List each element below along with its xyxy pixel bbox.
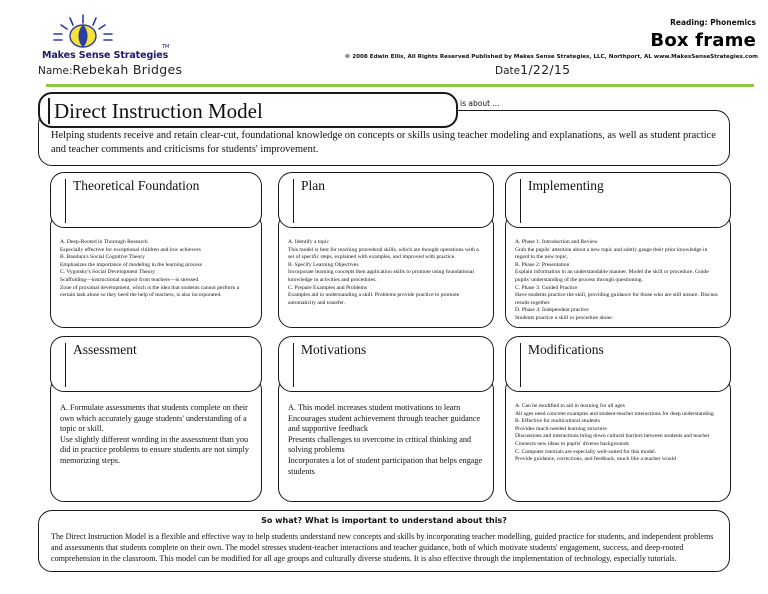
- header-divider: [46, 84, 754, 87]
- category-line: C. Prepare Examples and Problems: [288, 284, 368, 291]
- title-tick: [48, 98, 50, 124]
- date-label: Date: [495, 65, 521, 77]
- category-line: B. Effective for multicultural students: [515, 418, 600, 425]
- category-header: Motivations: [278, 336, 494, 392]
- category-line: Grab the pupils' attention about a new t…: [515, 246, 708, 261]
- category-line: Zone of proximal development, which is t…: [60, 284, 240, 299]
- category-line: Connects new ideas to pupils' diverse ba…: [515, 440, 629, 447]
- category-body: A. This model increases student motivati…: [278, 376, 494, 502]
- is-about-text: Helping students receive and retain clea…: [51, 130, 716, 155]
- category-line: B. Bandura's Social Cognitive Theory: [60, 254, 145, 261]
- category-line: Encourages student achievement through t…: [288, 413, 481, 434]
- is-about-label: is about ...: [458, 99, 502, 108]
- category-tick: [293, 179, 295, 223]
- category-label: Plan: [301, 178, 326, 193]
- brand-name: Makes Sense Strategies: [42, 50, 169, 61]
- topic-label: Reading: Phonemics: [670, 18, 756, 27]
- category-tick: [65, 179, 67, 223]
- date-field[interactable]: Date1/22/15: [495, 62, 570, 77]
- category-line: Incorporates a lot of student participat…: [288, 455, 483, 476]
- category-line: Provide guidance, corrections, and feedb…: [515, 456, 676, 463]
- name-value: Rebekah Bridges: [72, 62, 183, 77]
- so-what-title: So what? What is important to understand…: [261, 516, 507, 525]
- category-lines: A. Formulate assessments that students c…: [60, 403, 252, 467]
- so-what-text: The Direct Instruction Model is a flexib…: [51, 532, 714, 564]
- frame-type-title: Box frame: [650, 30, 756, 51]
- category-body: A. Formulate assessments that students c…: [50, 376, 262, 502]
- category-line: A. Identify a topic: [288, 239, 330, 245]
- copyright-notice: © 2008 Edwin Ellis, All Rights Reserved …: [344, 54, 758, 60]
- date-value: 1/22/15: [520, 62, 571, 77]
- logo: Makes Sense Strategies TM: [40, 14, 220, 68]
- so-what-box: So what? What is important to understand…: [38, 510, 730, 572]
- category-line: C. Vygotsky's Social Development Theory: [60, 269, 156, 276]
- category-line: Explain information in an understandable…: [515, 269, 709, 283]
- category-line: Use slightly different wording in the as…: [60, 434, 249, 465]
- category-tick: [520, 179, 522, 223]
- category-label: Motivations: [301, 342, 367, 357]
- category-line: Discussions and interactions bring down …: [515, 433, 710, 440]
- category-line: D. Phase 4: Independent practice: [515, 307, 589, 314]
- category-lines: A. This model increases student motivati…: [288, 403, 484, 477]
- category-header: Assessment: [50, 336, 262, 392]
- category-line: Incorporate learning concepts then appli…: [288, 269, 474, 283]
- category-line: This model is best for teaching procedur…: [288, 246, 479, 261]
- category-header: Theoretical Foundation: [50, 172, 262, 228]
- category-line: A. This model increases student motivati…: [288, 403, 461, 412]
- category-body: A. Can be modified to aid in learning fo…: [505, 376, 731, 502]
- lightbulb-sun-icon: [53, 14, 113, 48]
- category-line: Have students practice the skill, provid…: [515, 292, 718, 306]
- category-line: All ages need concrete examples and stud…: [515, 410, 714, 417]
- category-line: Presents challenges to overcome in criti…: [288, 434, 472, 455]
- page-header: Makes Sense Strategies TM Name:Rebekah B…: [0, 0, 768, 84]
- topic-title-box: Direct Instruction Model: [38, 92, 458, 128]
- name-label: Name:: [38, 65, 73, 77]
- category-header: Modifications: [505, 336, 731, 392]
- category-line: B. Phase 2: Presentation: [515, 261, 570, 268]
- category-line: Provides much-needed learning structure: [515, 425, 607, 432]
- category-label: Theoretical Foundation: [73, 178, 200, 193]
- category-line: C. Phase 3: Guided Practice: [515, 284, 578, 291]
- category-label: Modifications: [528, 342, 604, 357]
- category-header: Implementing: [505, 172, 731, 228]
- category-tick: [293, 343, 295, 387]
- category-line: Students practice a skill or procedure a…: [515, 314, 614, 321]
- category-line: Emphasizes the importance of modeling in…: [60, 261, 202, 268]
- category-label: Implementing: [528, 178, 604, 193]
- category-line: Especially effective for exceptional chi…: [60, 246, 201, 253]
- category-line: A. Formulate assessments that students c…: [60, 403, 248, 434]
- category-line: C. Computer tutorials are especially wel…: [515, 448, 657, 455]
- category-tick: [520, 343, 522, 387]
- category-label: Assessment: [73, 342, 137, 357]
- category-line: A. Deep-Rooted in Thorough Research: [60, 239, 148, 245]
- category-line: A. Can be modified to aid in learning fo…: [515, 403, 625, 409]
- category-tick: [65, 343, 67, 387]
- trademark-symbol: TM: [162, 44, 170, 50]
- category-line: A. Phase 1: Introduction and Review: [515, 239, 598, 245]
- category-line: Scaffolding—instructional support from t…: [60, 276, 200, 283]
- category-line: Examples aid in understanding a skill. P…: [288, 292, 460, 306]
- page-title: Direct Instruction Model: [54, 99, 263, 123]
- category-header: Plan: [278, 172, 494, 228]
- category-lines: A. Can be modified to aid in learning fo…: [515, 403, 721, 464]
- student-name-field[interactable]: Name:Rebekah Bridges: [38, 62, 182, 77]
- category-line: B. Specify Learning Objectives: [288, 261, 359, 268]
